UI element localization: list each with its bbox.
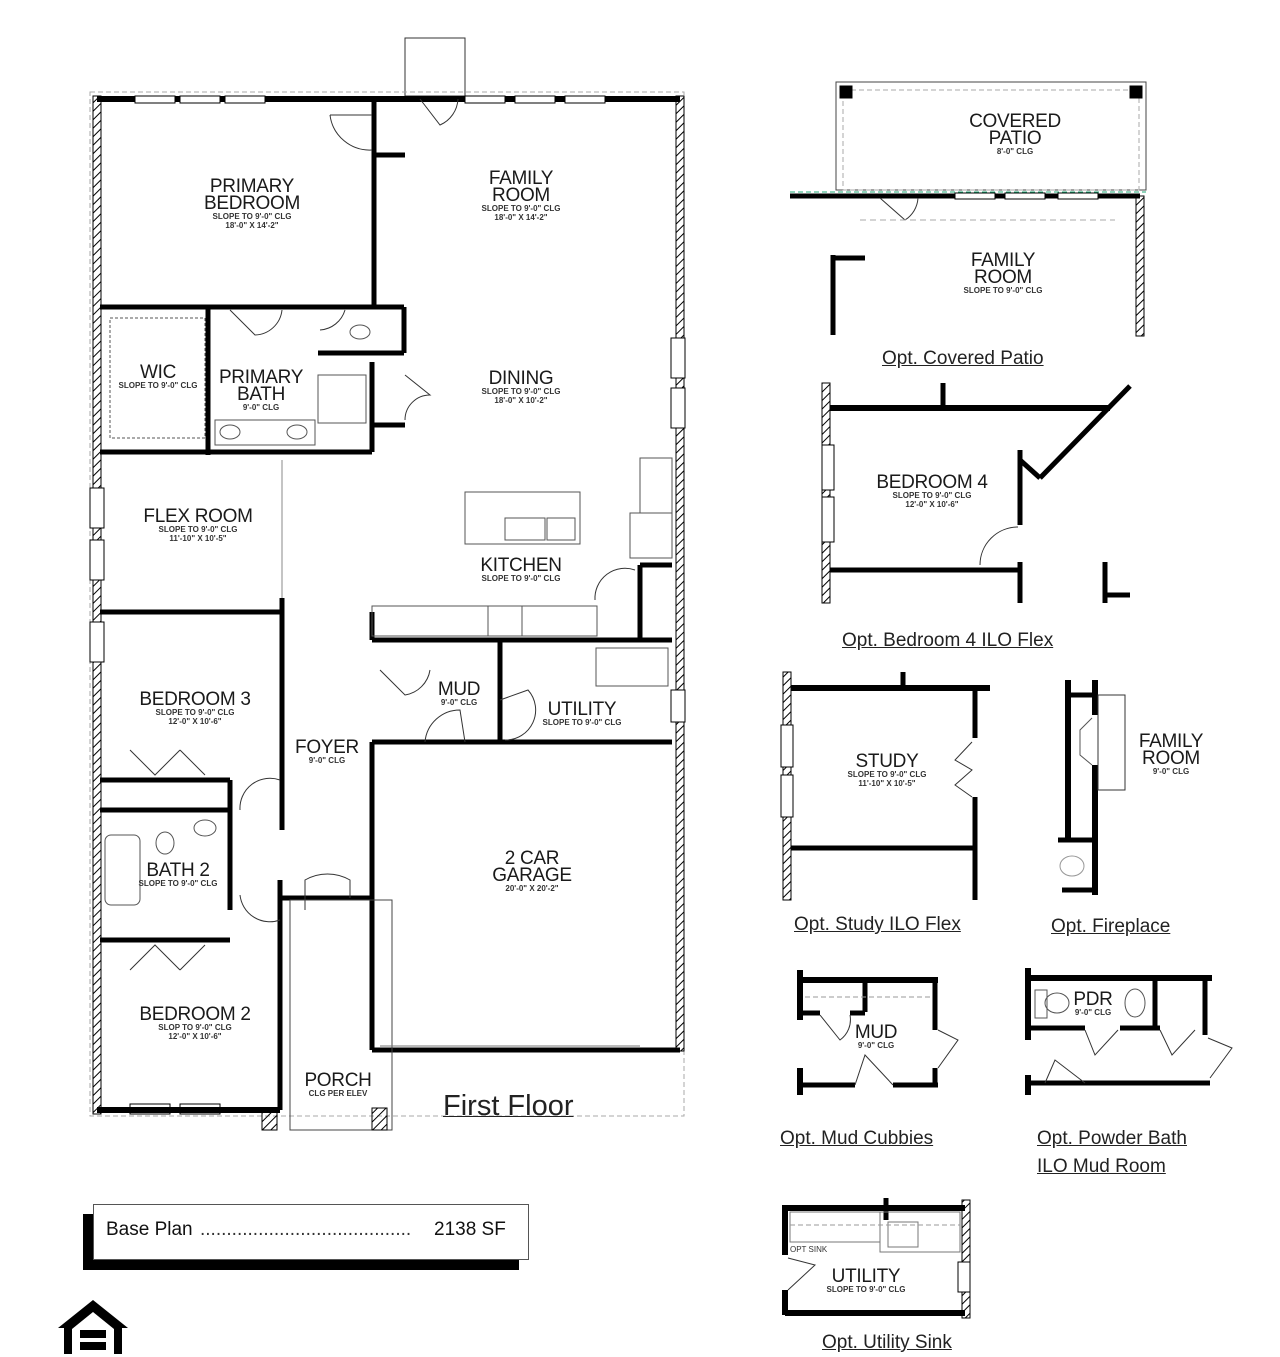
equal-housing-opportunity-icon: [58, 1300, 128, 1354]
opt-bedroom4-drawing: [821, 382, 1132, 604]
opt-mud-cubbies-drawing: [797, 970, 959, 1095]
opt-study-room: STUDY SLOPE TO 9'-0" CLG 11'-10" X 10'-5…: [847, 751, 927, 788]
opt-covered-patio-family-room: FAMILY ROOM SLOPE TO 9'-0" CLG: [963, 250, 1043, 295]
opt-mud-room: MUD 9'-0" CLG: [854, 1022, 898, 1050]
caption-opt-study: Opt. Study ILO Flex: [794, 914, 961, 935]
room-dining: DINING SLOPE TO 9'-0" CLG 18'-0" X 10'-2…: [481, 368, 561, 405]
opt-utility-room: UTILITY SLOPE TO 9'-0" CLG: [826, 1266, 906, 1294]
room-bedroom-3: BEDROOM 3 SLOPE TO 9'-0" CLG 12'-0" X 10…: [139, 689, 251, 726]
leader-dots: ........................................: [200, 1219, 412, 1240]
room-bath-2: BATH 2 SLOPE TO 9'-0" CLG: [138, 860, 218, 888]
opt-powder-bath-drawing: [1025, 968, 1233, 1095]
opt-fireplace-family-room: FAMILY ROOM 9'-0" CLG: [1138, 731, 1204, 776]
caption-opt-powder-bath: Opt. Powder Bath: [1037, 1128, 1187, 1149]
room-2-car-garage: 2 CAR GARAGE 20'-0" X 20'-2": [492, 848, 572, 893]
main-floor-plan: [89, 37, 686, 1131]
opt-study-drawing: [780, 671, 990, 901]
opt-sink-note: OPT SINK: [790, 1245, 828, 1254]
opt-utility-sink-drawing: [782, 1198, 971, 1319]
opt-pdr-room: PDR 9'-0" CLG: [1073, 989, 1113, 1017]
caption-opt-utility-sink: Opt. Utility Sink: [822, 1332, 952, 1353]
room-primary-bedroom: PRIMARY BEDROOM SLOPE TO 9'-0" CLG 18'-0…: [203, 176, 301, 230]
room-utility: UTILITY SLOPE TO 9'-0" CLG: [542, 699, 622, 727]
base-plan-label: Base Plan: [106, 1219, 193, 1240]
floor-title: First Floor: [443, 1090, 574, 1122]
opt-covered-patio-drawing: [790, 81, 1147, 337]
caption-opt-fireplace: Opt. Fireplace: [1051, 916, 1171, 937]
caption-opt-covered-patio: Opt. Covered Patio: [882, 348, 1044, 369]
room-foyer: FOYER 9'-0" CLG: [295, 737, 359, 765]
room-wic: WIC SLOPE TO 9'-0" CLG: [118, 362, 198, 390]
caption-opt-bedroom-4: Opt. Bedroom 4 ILO Flex: [842, 630, 1054, 651]
opt-fireplace-drawing: [1058, 680, 1126, 895]
opt-bedroom-4-room: BEDROOM 4 SLOPE TO 9'-0" CLG 12'-0" X 10…: [876, 472, 988, 509]
square-footage-box: Base Plan ..............................…: [93, 1204, 529, 1260]
caption-opt-powder-bath-line2: ILO Mud Room: [1037, 1156, 1166, 1177]
caption-opt-mud-cubbies: Opt. Mud Cubbies: [780, 1128, 934, 1149]
room-family-room: FAMILY ROOM SLOPE TO 9'-0" CLG 18'-0" X …: [481, 168, 561, 222]
room-primary-bath: PRIMARY BATH 9'-0" CLG: [218, 367, 304, 412]
room-kitchen: KITCHEN SLOPE TO 9'-0" CLG: [480, 555, 562, 583]
room-flex-room: FLEX ROOM SLOPE TO 9'-0" CLG 11'-10" X 1…: [143, 506, 253, 543]
room-porch: PORCH CLG PER ELEV: [304, 1070, 372, 1098]
room-bedroom-2: BEDROOM 2 SLOP TO 9'-0" CLG 12'-0" X 10'…: [139, 1004, 251, 1041]
opt-covered-patio-room: COVERED PATIO 8'-0" CLG: [969, 111, 1061, 156]
room-mud: MUD 9'-0" CLG: [437, 679, 481, 707]
base-plan-sf: 2138 SF: [434, 1219, 506, 1240]
